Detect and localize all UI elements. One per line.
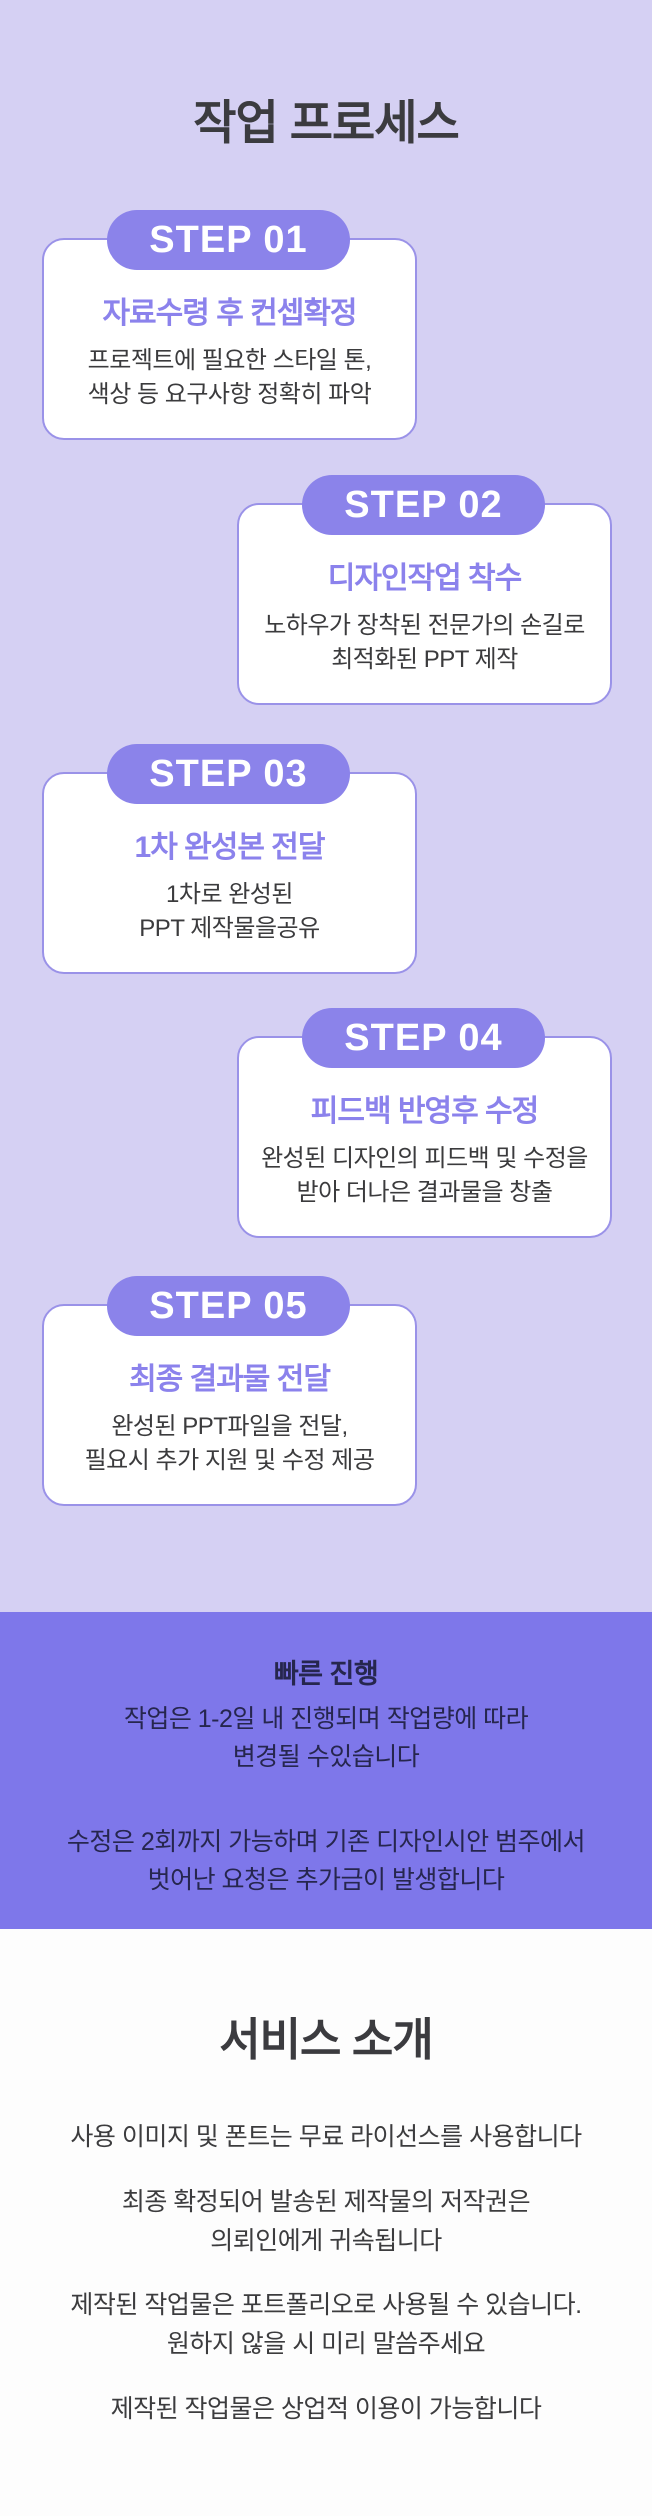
step-02-body: 노하우가 장착된 전문가의 손길로 최적화된 PPT 제작 <box>249 609 600 677</box>
step-01-body-line-2: 색상 등 요구사항 정확히 파악 <box>87 381 372 409</box>
step-05-group: STEP 05 최종 결과물 전달 완성된 PPT파일을 전달, 필요시 추가 … <box>42 1276 422 1507</box>
step-01-heading: 자료수령 후 컨셉확정 <box>102 297 357 330</box>
step-04-body-line-1: 완성된 디자인의 피드백 및 수정을 <box>261 1145 588 1172</box>
notice-paragraph-2-line-1: 수정은 2회까지 가능하며 기존 디자인시안 범주에서 <box>66 1828 586 1856</box>
step-02-heading: 디자인작업 착수 <box>327 562 523 595</box>
step-03-heading: 1차 완성본 전달 <box>134 831 326 864</box>
service-paragraph-1: 사용 이미지 및 폰트는 무료 라이선스를 사용합니다 <box>0 2118 652 2157</box>
work-process-section: 작업 프로세스 STEP 01 자료수령 후 컨셉확정 프로젝트에 필요한 스타… <box>0 0 652 1612</box>
step-04-card: 피드백 반영후 수정 완성된 디자인의 피드백 및 수정을 받아 더나은 결과물… <box>237 1036 612 1239</box>
step-03-body: 1차로 완성된 PPT 제작물을공유 <box>54 878 405 946</box>
step-03-body-line-1: 1차로 완성된 <box>166 881 293 908</box>
step-05-body-line-2: 필요시 추가 지원 및 수정 제공 <box>84 1447 375 1475</box>
step-02-body-line-2: 최적화된 PPT 제작 <box>331 646 518 674</box>
notice-paragraph-1-line-1: 작업은 1-2일 내 진행되며 작업량에 따라 <box>123 1705 529 1733</box>
notice-paragraph-2: 수정은 2회까지 가능하며 기존 디자인시안 범주에서 벗어난 요청은 추가금이… <box>0 1824 652 1899</box>
step-04-group: STEP 04 피드백 반영후 수정 완성된 디자인의 피드백 및 수정을 받아… <box>237 1008 617 1239</box>
step-04-body: 완성된 디자인의 피드백 및 수정을 받아 더나은 결과물을 창출 <box>249 1142 600 1210</box>
service-paragraph-2: 최종 확정되어 발송된 제작물의 저작권은 의뢰인에게 귀속됩니다 <box>0 2183 652 2261</box>
step-04-heading: 피드백 반영후 수정 <box>310 1095 539 1128</box>
service-paragraph-2-line-1: 최종 확정되어 발송된 제작물의 저작권은 <box>121 2187 531 2216</box>
step-05-body: 완성된 PPT파일을 전달, 필요시 추가 지원 및 수정 제공 <box>54 1410 405 1478</box>
step-03-body-line-2: PPT 제작물을공유 <box>139 915 320 943</box>
service-paragraph-3-line-2: 원하지 않을 시 미리 말씀주세요 <box>166 2330 486 2358</box>
step-05-body-line-1: 완성된 PPT파일을 전달, <box>111 1413 348 1440</box>
fast-progress-notice-section: 빠른 진행 작업은 1-2일 내 진행되며 작업량에 따라 변경될 수있습니다 … <box>0 1612 652 1929</box>
step-03-group: STEP 03 1차 완성본 전달 1차로 완성된 PPT 제작물을공유 <box>42 744 422 975</box>
service-paragraph-4-line-1: 제작된 작업물은 상업적 이용이 가능합니다 <box>110 2394 542 2423</box>
step-04-badge: STEP 04 <box>302 1008 545 1068</box>
step-02-badge: STEP 02 <box>302 475 545 535</box>
service-paragraph-3-line-1: 제작된 작업물은 포트폴리오로 사용될 수 있습니다. <box>70 2291 582 2320</box>
step-02-group: STEP 02 디자인작업 착수 노하우가 장착된 전문가의 손길로 최적화된 … <box>237 475 617 706</box>
step-05-badge: STEP 05 <box>107 1276 350 1336</box>
service-paragraph-1-line-1: 사용 이미지 및 폰트는 무료 라이선스를 사용합니다 <box>70 2123 582 2151</box>
step-03-badge: STEP 03 <box>107 744 350 804</box>
service-paragraph-3: 제작된 작업물은 포트폴리오로 사용될 수 있습니다. 원하지 않을 시 미리 … <box>0 2286 652 2364</box>
service-paragraph-2-line-2: 의뢰인에게 귀속됩니다 <box>210 2226 442 2255</box>
page-title: 작업 프로세스 <box>193 96 460 149</box>
step-01-body-line-1: 프로젝트에 필요한 스타일 톤, <box>87 347 372 374</box>
step-03-card: 1차 완성본 전달 1차로 완성된 PPT 제작물을공유 <box>42 772 417 975</box>
step-01-badge: STEP 01 <box>107 210 350 270</box>
notice-heading: 빠른 진행 <box>273 1659 379 1689</box>
step-02-card: 디자인작업 착수 노하우가 장착된 전문가의 손길로 최적화된 PPT 제작 <box>237 503 612 706</box>
step-02-body-line-1: 노하우가 장착된 전문가의 손길로 <box>264 612 585 639</box>
notice-paragraph-2-line-2: 벗어난 요청은 추가금이 발생합니다 <box>147 1865 505 1894</box>
step-01-body: 프로젝트에 필요한 스타일 톤, 색상 등 요구사항 정확히 파악 <box>54 344 405 412</box>
step-05-card: 최종 결과물 전달 완성된 PPT파일을 전달, 필요시 추가 지원 및 수정 … <box>42 1304 417 1507</box>
service-paragraph-4: 제작된 작업물은 상업적 이용이 가능합니다 <box>0 2390 652 2429</box>
step-01-group: STEP 01 자료수령 후 컨셉확정 프로젝트에 필요한 스타일 톤, 색상 … <box>42 210 422 441</box>
step-01-card: 자료수령 후 컨셉확정 프로젝트에 필요한 스타일 톤, 색상 등 요구사항 정… <box>42 238 417 441</box>
notice-paragraph-1: 작업은 1-2일 내 진행되며 작업량에 따라 변경될 수있습니다 <box>0 1701 652 1776</box>
step-05-heading: 최종 결과물 전달 <box>129 1363 331 1396</box>
service-intro-section: 서비스 소개 사용 이미지 및 폰트는 무료 라이선스를 사용합니다 최종 확정… <box>0 1929 652 2516</box>
step-04-body-line-2: 받아 더나은 결과물을 창출 <box>296 1179 553 1207</box>
notice-paragraph-1-line-2: 변경될 수있습니다 <box>232 1742 420 1771</box>
service-intro-title: 서비스 소개 <box>219 2014 434 2065</box>
